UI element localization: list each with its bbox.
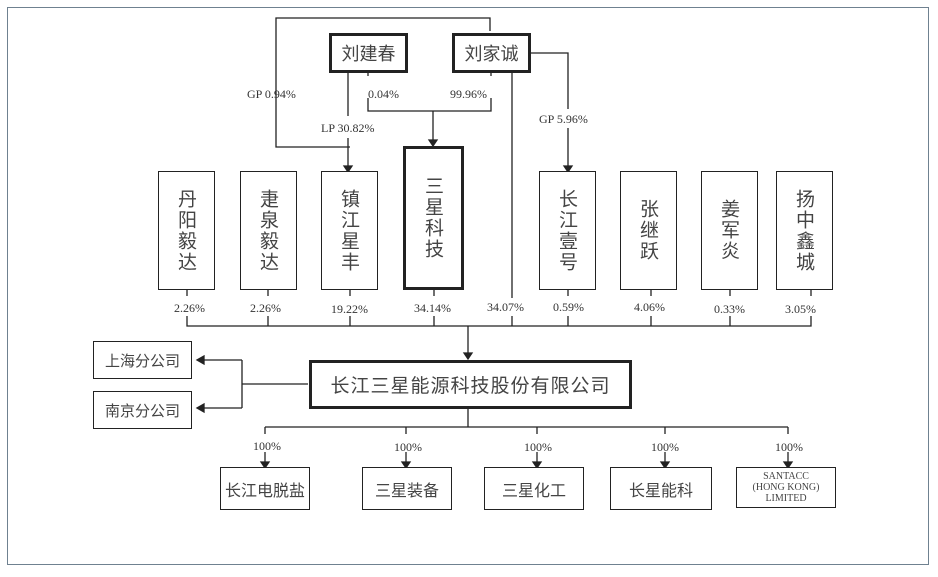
name-changjiang-yihao: 长江壹号 xyxy=(556,188,578,273)
box-danyang-yida: 丹阳毅达 xyxy=(158,171,215,290)
name-yangzhong-xincheng: 扬中鑫城 xyxy=(793,188,815,273)
arrow-changjiang xyxy=(562,165,574,174)
name-jiequan-yida: 疌泉毅达 xyxy=(257,188,279,273)
box-sanxing-keji: 三星科技 xyxy=(403,146,464,290)
pct-sub-4: 100% xyxy=(651,440,679,454)
line-branches xyxy=(203,359,308,409)
name-sanxing-keji: 三星科技 xyxy=(422,176,444,260)
box-zhang-jiyue: 张继跃 xyxy=(620,171,677,290)
pct-jiequan-yida: 2.26% xyxy=(250,301,281,315)
box-sanxing-huagong: 三星化工 xyxy=(484,467,584,510)
name-zhang-jiyue: 张继跃 xyxy=(637,199,659,262)
name-changxing-nengke: 长星能科 xyxy=(628,480,693,500)
box-changjiang-yihao: 长江壹号 xyxy=(539,171,596,290)
name-zhenjiang-xingfeng: 镇江星丰 xyxy=(338,188,360,273)
box-liu-jiacheng: 刘家诚 xyxy=(452,33,531,73)
line-gp-right xyxy=(529,52,569,166)
name-changjiang-dianyan: 长江电脱盐 xyxy=(224,480,305,500)
box-yangzhong-xincheng: 扬中鑫城 xyxy=(776,171,833,290)
arrow-main xyxy=(462,352,474,361)
label-0-04: 0.04% xyxy=(368,87,399,101)
label-99-96: 99.96% xyxy=(450,87,487,101)
pct-danyang-yida: 2.26% xyxy=(174,301,205,315)
name-liu-jiacheng: 刘家诚 xyxy=(464,44,519,65)
name-danyang-yida: 丹阳毅达 xyxy=(175,188,197,273)
pct-sub-5: 100% xyxy=(775,440,803,454)
shareholder-bus xyxy=(186,316,812,327)
box-sanxing-zhuangbei: 三星装备 xyxy=(362,467,452,510)
pct-sub-2: 100% xyxy=(394,440,422,454)
box-changjiang-dianyan: 长江电脱盐 xyxy=(220,467,310,510)
name-nanjing-branch: 南京分公司 xyxy=(104,401,180,420)
box-zhenjiang-xingfeng: 镇江星丰 xyxy=(321,171,378,290)
box-jiang-junyan: 姜军炎 xyxy=(701,171,758,290)
box-santacc-hk: SANTACC (HONG KONG) LIMITED xyxy=(736,467,836,508)
name-sanxing-huagong: 三星化工 xyxy=(501,480,566,500)
pct-sub-3: 100% xyxy=(524,440,552,454)
box-nanjing-branch: 南京分公司 xyxy=(93,391,192,429)
pct-yangzhong-xincheng: 3.05% xyxy=(785,302,816,316)
name-santacc-line1: SANTACC xyxy=(763,471,809,482)
label-gp-right: GP 5.96% xyxy=(539,112,588,126)
pct-changjiang-yihao: 0.59% xyxy=(553,300,584,314)
box-changxing-nengke: 长星能科 xyxy=(610,467,712,510)
name-sanxing-zhuangbei: 三星装备 xyxy=(374,480,439,500)
main-company-name: 长江三星能源科技股份有限公司 xyxy=(330,375,611,397)
box-liu-jianchun: 刘建春 xyxy=(329,33,408,73)
name-santacc-line2: (HONG KONG) xyxy=(752,482,820,493)
arrow-sanxing xyxy=(427,139,439,148)
name-santacc-line3: LIMITED xyxy=(765,493,807,504)
box-shanghai-branch: 上海分公司 xyxy=(93,341,192,379)
label-lp: LP 30.82% xyxy=(321,121,375,135)
line-gp-left xyxy=(275,17,491,148)
pct-sub-1: 100% xyxy=(253,439,281,453)
arrow-zhenjiang xyxy=(342,165,354,174)
label-gp-left: GP 0.94% xyxy=(247,87,296,101)
subsidiary-bus xyxy=(264,408,789,434)
box-jiequan-yida: 疌泉毅达 xyxy=(240,171,297,290)
name-liu-jianchun: 刘建春 xyxy=(341,44,396,65)
pct-zhang-jiyue: 4.06% xyxy=(634,300,665,314)
pct-sanxing-keji: 34.14% xyxy=(414,301,451,315)
name-shanghai-branch: 上海分公司 xyxy=(104,351,180,370)
box-main-company: 长江三星能源科技股份有限公司 xyxy=(309,360,632,409)
pct-liu-jiacheng: 34.07% xyxy=(487,300,524,314)
name-jiang-junyan: 姜军炎 xyxy=(718,199,740,262)
pct-jiang-junyan: 0.33% xyxy=(714,302,745,316)
pct-zhenjiang-xingfeng: 19.22% xyxy=(331,302,368,316)
